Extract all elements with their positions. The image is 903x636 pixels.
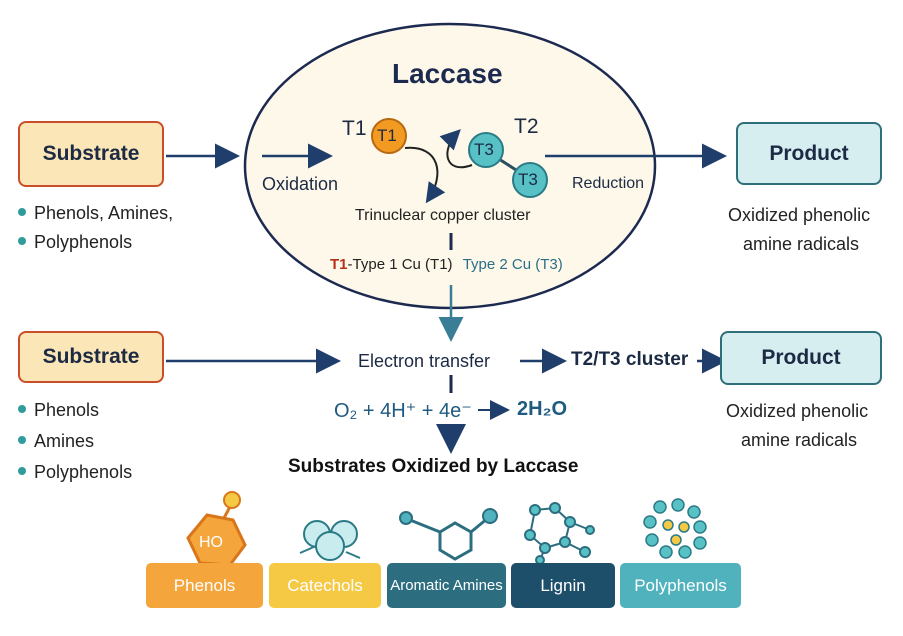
t3-node-a-label: T3 bbox=[474, 140, 494, 159]
substrate-box-top: Substrate bbox=[18, 121, 164, 187]
curved-arrow-t1-t3 bbox=[404, 146, 446, 204]
top-substrate-item-1-text: Phenols, Amines, bbox=[34, 203, 174, 223]
legend-t2: Type 2 Cu (T3) bbox=[462, 256, 563, 273]
substrate-box-bottom-label: Substrate bbox=[42, 345, 140, 368]
electron-transfer-label: Electron transfer bbox=[358, 351, 491, 371]
t1-node-label: T1 bbox=[377, 126, 397, 145]
t1-label: T1 bbox=[342, 117, 367, 140]
category-polyphenols: Polyphenols bbox=[620, 563, 741, 608]
substrates-title: Substrates Oxidized by Laccase bbox=[288, 456, 579, 477]
equation-left: O₂ + 4H⁺ + 4e⁻ bbox=[334, 400, 472, 422]
polyphenol-molecule-icon bbox=[643, 498, 707, 559]
top-substrate-item-1: Phenols, Amines, bbox=[18, 203, 173, 224]
product-box-top-label: Product bbox=[769, 141, 849, 165]
product-box-bottom: Product bbox=[720, 331, 882, 385]
category-catechols-label: Catechols bbox=[287, 575, 363, 595]
bottom-substrate-item-1: Phenols bbox=[18, 400, 99, 421]
category-polyphenols-label: Polyphenols bbox=[634, 575, 727, 595]
substrate-box-bottom: Substrate bbox=[18, 331, 164, 383]
category-phenols-label: Phenols bbox=[173, 575, 236, 595]
lignin-molecule-icon bbox=[524, 502, 595, 565]
laccase-title: Laccase bbox=[392, 58, 503, 89]
top-product-line-1: Oxidized phenolic bbox=[728, 205, 871, 225]
bottom-substrate-item-2: Amines bbox=[18, 431, 94, 452]
category-lignin: Lignin bbox=[511, 563, 615, 608]
cluster-target-label: T2/T3 cluster bbox=[571, 349, 689, 370]
legend-t1-rest: -Type 1 Cu (T1) bbox=[347, 256, 453, 273]
top-product-line-2: amine radicals bbox=[743, 234, 860, 254]
copper-legend: T1-Type 1 Cu (T1) Type 2 Cu (T3) bbox=[330, 256, 563, 273]
substrate-box-top-label: Substrate bbox=[42, 142, 140, 165]
reduction-label: Reduction bbox=[572, 175, 645, 192]
top-substrate-item-2: Polyphenols bbox=[18, 232, 132, 253]
t3-node-b-label: T3 bbox=[518, 170, 538, 189]
bottom-substrate-item-3-text: Polyphenols bbox=[34, 462, 133, 482]
bullet-dot-icon bbox=[18, 208, 26, 217]
catechol-molecule-icon bbox=[299, 520, 361, 561]
category-lignin-label: Lignin bbox=[540, 575, 586, 595]
bottom-product-line-1: Oxidized phenolic bbox=[726, 401, 869, 421]
product-box-bottom-label: Product bbox=[761, 346, 841, 369]
t2-label: T2 bbox=[514, 115, 539, 138]
phenol-molecule-icon bbox=[186, 491, 247, 567]
equation-right: 2H₂O bbox=[517, 398, 568, 420]
category-aromatic-amines-label: Aromatic Amines bbox=[390, 577, 503, 594]
product-box-top: Product bbox=[736, 122, 882, 185]
top-substrate-item-2-text: Polyphenols bbox=[34, 232, 133, 252]
t3-node-a bbox=[468, 132, 504, 168]
bottom-substrate-item-1-text: Phenols bbox=[34, 400, 100, 420]
t3-node-b bbox=[512, 162, 548, 198]
bottom-product-line-2: amine radicals bbox=[741, 430, 858, 450]
bullet-dot-icon bbox=[18, 405, 26, 414]
category-catechols: Catechols bbox=[269, 563, 381, 608]
category-phenols: Phenols bbox=[146, 563, 263, 608]
aromatic-amine-molecule-icon bbox=[399, 508, 498, 561]
curved-arrow-t3-t1 bbox=[439, 129, 473, 169]
trinuclear-cluster-label: Trinuclear copper cluster bbox=[355, 207, 531, 224]
bottom-substrate-item-2-text: Amines bbox=[34, 431, 95, 451]
oxidation-label: Oxidation bbox=[262, 174, 339, 194]
t1-node bbox=[371, 118, 407, 154]
bottom-substrate-item-3: Polyphenols bbox=[18, 462, 132, 483]
phenol-icon-text: HO bbox=[199, 534, 223, 551]
category-aromatic-amines: Aromatic Amines bbox=[387, 563, 506, 608]
bullet-dot-icon bbox=[18, 237, 26, 246]
bullet-dot-icon bbox=[18, 467, 26, 476]
legend-t1-bold: T1 bbox=[330, 256, 348, 273]
bullet-dot-icon bbox=[18, 436, 26, 445]
